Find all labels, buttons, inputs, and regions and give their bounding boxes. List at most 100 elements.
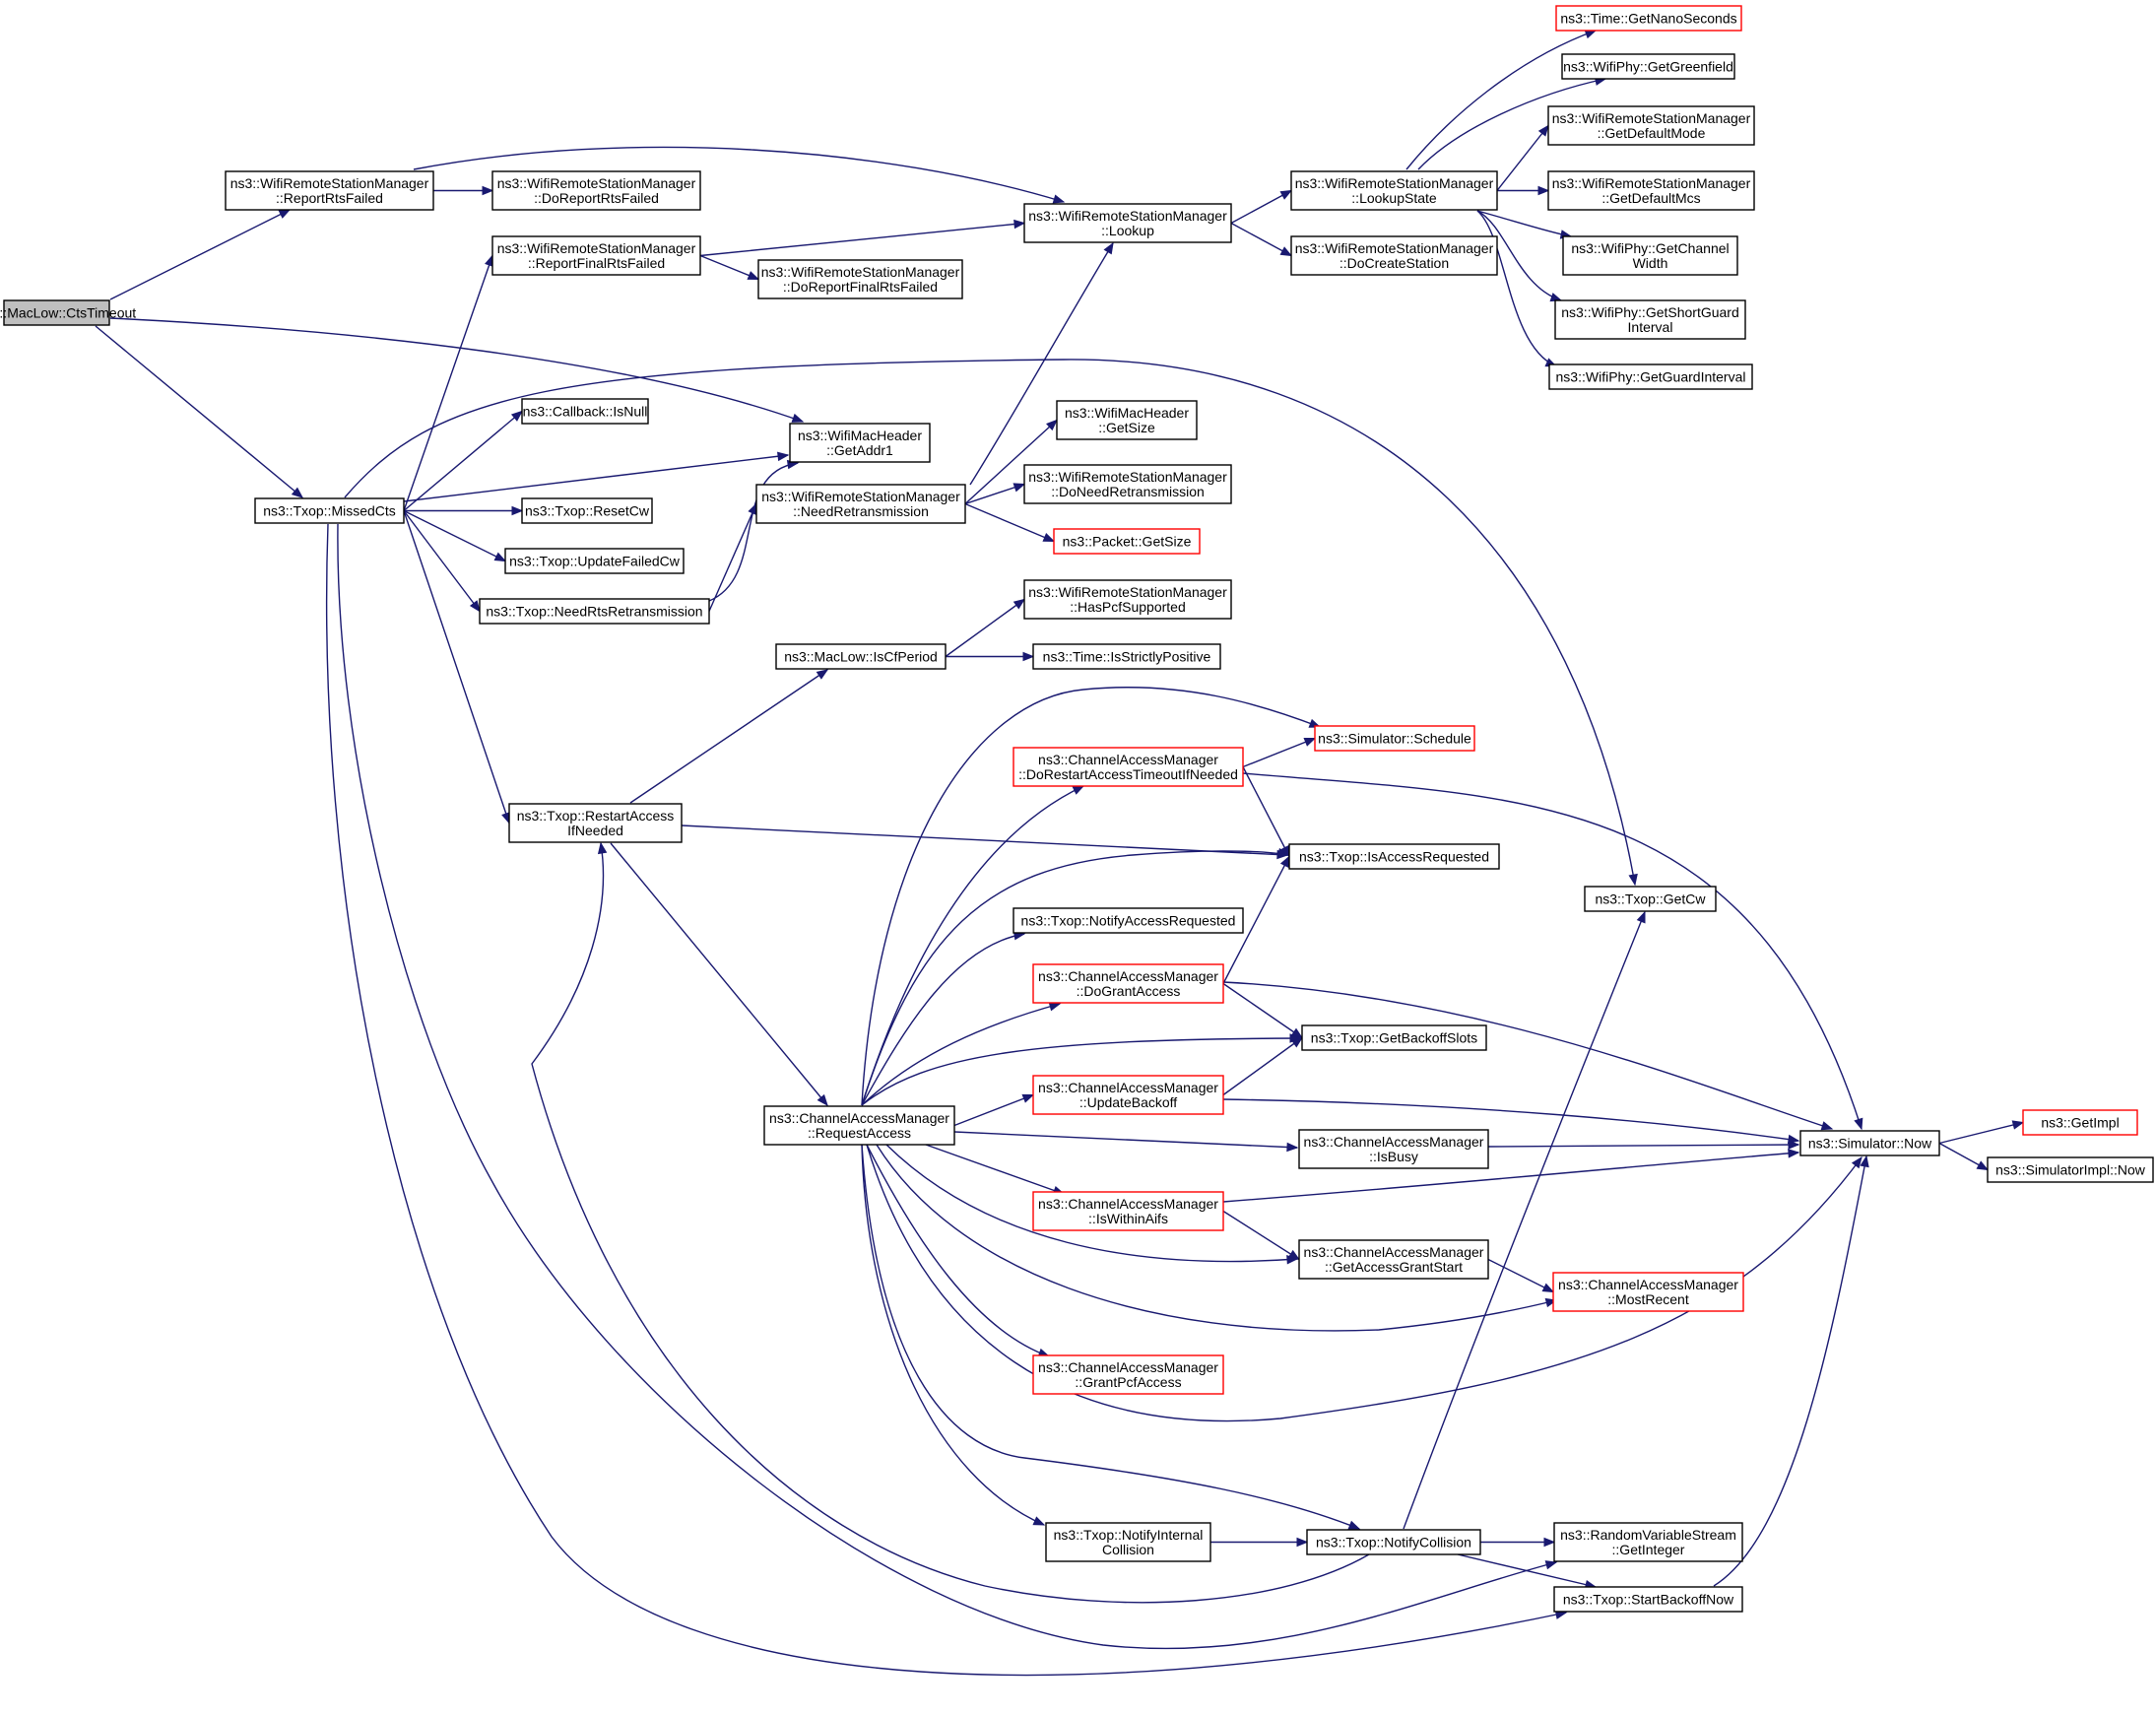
node-machdr_getsize[interactable]: ns3::WifiMacHeader::GetSize bbox=[1056, 400, 1198, 440]
edge-arrowhead bbox=[1032, 1516, 1046, 1526]
node-docreatestation[interactable]: ns3::WifiRemoteStationManager::DoCreateS… bbox=[1290, 235, 1498, 276]
edge-needretransmission-to-packet_getsize bbox=[964, 502, 1056, 543]
node-getgreenfield[interactable]: ns3::WifiPhy::GetGreenfield bbox=[1561, 53, 1735, 80]
edge-line bbox=[325, 523, 1567, 1677]
edge-iswithinaifs-to-getaccessgrantstart bbox=[1222, 1210, 1301, 1261]
node-label: ns3::Txop::MissedCts bbox=[263, 503, 396, 519]
node-getaccessgrantstart[interactable]: ns3::ChannelAccessManager::GetAccessGran… bbox=[1298, 1239, 1489, 1280]
edge-line bbox=[531, 842, 1370, 1604]
node-isstrictlypositive[interactable]: ns3::Time::IsStrictlyPositive bbox=[1032, 643, 1221, 670]
node-box bbox=[1053, 528, 1201, 555]
node-dograntaccess[interactable]: ns3::ChannelAccessManager::DoGrantAccess bbox=[1032, 963, 1224, 1004]
node-label: ::GetAccessGrantStart bbox=[1325, 1259, 1463, 1275]
node-getdefaultmcs[interactable]: ns3::WifiRemoteStationManager::GetDefaul… bbox=[1547, 170, 1755, 211]
node-getimpl[interactable]: ns3::GetImpl bbox=[2022, 1109, 2138, 1136]
edge-line bbox=[861, 1144, 1360, 1530]
node-missedcts[interactable]: ns3::Txop::MissedCts bbox=[254, 497, 405, 524]
node-iswithinaifs[interactable]: ns3::ChannelAccessManager::IsWithinAifs bbox=[1032, 1191, 1224, 1231]
node-doneedretransmission[interactable]: ns3::WifiRemoteStationManager::DoNeedRet… bbox=[1023, 464, 1232, 504]
node-label: ns3::ChannelAccessManager bbox=[1304, 1134, 1484, 1150]
node-needrtsretransmission[interactable]: ns3::Txop::NeedRtsRetransmission bbox=[479, 598, 710, 625]
node-getcw[interactable]: ns3::Txop::GetCw bbox=[1584, 886, 1717, 912]
node-now[interactable]: ns3::Simulator::Now bbox=[1799, 1130, 1940, 1156]
node-label: ::MostRecent bbox=[1607, 1291, 1689, 1307]
edge-arrowhead bbox=[1537, 124, 1549, 137]
edge-requestaccess-to-isbusy bbox=[953, 1131, 1299, 1153]
edge-arrowhead bbox=[816, 669, 829, 680]
node-box bbox=[1032, 643, 1221, 670]
node-packet_getsize[interactable]: ns3::Packet::GetSize bbox=[1053, 528, 1201, 555]
edge-notifycollision-to-getinteger bbox=[1480, 1537, 1556, 1548]
node-isnull[interactable]: ns3::Callback::IsNull bbox=[521, 398, 649, 425]
node-label: ::Lookup bbox=[1101, 223, 1154, 238]
node-getguardinterval[interactable]: ns3::WifiPhy::GetGuardInterval bbox=[1548, 363, 1753, 390]
node-requestaccess[interactable]: ns3::ChannelAccessManager::RequestAccess bbox=[763, 1105, 955, 1146]
node-reportrtsfailed[interactable]: ns3::WifiRemoteStationManager::ReportRts… bbox=[225, 170, 434, 211]
edge-line bbox=[403, 454, 789, 502]
edge-lookup-to-docreatestation bbox=[1230, 222, 1293, 257]
node-box bbox=[1552, 1272, 1744, 1312]
node-lookup[interactable]: ns3::WifiRemoteStationManager::Lookup bbox=[1023, 203, 1232, 243]
edge-line bbox=[1230, 189, 1292, 225]
node-label: ns3::WifiRemoteStationManager bbox=[1552, 175, 1751, 191]
node-label: ::GetDefaultMcs bbox=[1601, 190, 1700, 206]
node-lookupstate[interactable]: ns3::WifiRemoteStationManager::LookupSta… bbox=[1290, 170, 1498, 211]
edge-line bbox=[964, 502, 1055, 543]
edge-now-to-simimpl_now bbox=[1938, 1142, 1990, 1171]
edge-needretransmission-to-lookup bbox=[969, 241, 1114, 486]
node-label: ns3::ChannelAccessManager bbox=[1558, 1277, 1738, 1292]
node-getinteger[interactable]: ns3::RandomVariableStream::GetInteger bbox=[1553, 1522, 1743, 1562]
node-isbusy[interactable]: ns3::ChannelAccessManager::IsBusy bbox=[1298, 1129, 1489, 1169]
node-label: ns3::WifiMacHeader bbox=[1065, 405, 1189, 421]
node-mostrecent[interactable]: ns3::ChannelAccessManager::MostRecent bbox=[1552, 1272, 1744, 1312]
node-updatefailedcw[interactable]: ns3::Txop::UpdateFailedCw bbox=[504, 548, 685, 574]
node-box bbox=[1032, 1354, 1224, 1395]
edge-missedcts-to-restartaccess bbox=[403, 510, 511, 825]
node-box bbox=[1301, 1024, 1487, 1051]
node-label: ns3::Txop::NotifyInternal bbox=[1054, 1527, 1204, 1543]
node-getdefaultmode[interactable]: ns3::WifiRemoteStationManager::GetDefaul… bbox=[1547, 105, 1755, 146]
edge-restartaccess-to-isaccessrequested bbox=[681, 825, 1289, 860]
edge-arrowhead bbox=[1636, 910, 1646, 924]
node-updatebackoff[interactable]: ns3::ChannelAccessManager::UpdateBackoff bbox=[1032, 1075, 1224, 1115]
edge-arrowhead bbox=[1628, 873, 1638, 887]
node-startbackoffnow[interactable]: ns3::Txop::StartBackoffNow bbox=[1553, 1586, 1743, 1613]
node-notifycollision[interactable]: ns3::Txop::NotifyCollision bbox=[1306, 1529, 1481, 1555]
edge-arrowhead bbox=[1279, 855, 1290, 868]
node-isaccessrequested[interactable]: ns3::Txop::IsAccessRequested bbox=[1288, 843, 1500, 870]
node-reportfinalrtsfailed[interactable]: ns3::WifiRemoteStationManager::ReportFin… bbox=[491, 235, 701, 276]
edge-ctstimeout-to-getaddr1 bbox=[109, 317, 805, 423]
node-box bbox=[1290, 170, 1498, 211]
edge-line bbox=[403, 410, 523, 512]
node-simimpl_now[interactable]: ns3::SimulatorImpl::Now bbox=[1987, 1156, 2154, 1183]
edge-arrowhead bbox=[1072, 785, 1085, 795]
node-box bbox=[254, 497, 405, 524]
node-getbackoffslots[interactable]: ns3::Txop::GetBackoffSlots bbox=[1301, 1024, 1487, 1051]
node-haspcfsupported[interactable]: ns3::WifiRemoteStationManager::HasPcfSup… bbox=[1023, 579, 1232, 620]
node-ctstimeout[interactable]: ns3::MacLow::CtsTimeout bbox=[0, 299, 136, 326]
node-getnanoseconds[interactable]: ns3::Time::GetNanoSeconds bbox=[1555, 5, 1742, 32]
node-iscfperiod[interactable]: ns3::MacLow::IsCfPeriod bbox=[775, 643, 947, 670]
node-schedule[interactable]: ns3::Simulator::Schedule bbox=[1314, 725, 1475, 752]
edge-arrowhead bbox=[1303, 738, 1317, 747]
edge-arrowhead bbox=[1286, 1142, 1299, 1153]
node-label: ns3::ChannelAccessManager bbox=[1038, 968, 1218, 984]
node-dorestartaccess[interactable]: ns3::ChannelAccessManager::DoRestartAcce… bbox=[1013, 747, 1244, 787]
node-grantpcfaccess[interactable]: ns3::ChannelAccessManager::GrantPcfAcces… bbox=[1032, 1354, 1224, 1395]
node-box bbox=[1290, 235, 1498, 276]
node-getaddr1[interactable]: ns3::WifiMacHeader::GetAddr1 bbox=[789, 423, 931, 463]
edge-arrowhead bbox=[1289, 1033, 1302, 1043]
node-label: ns3::SimulatorImpl::Now bbox=[1995, 1162, 2146, 1178]
node-label: Collision bbox=[1102, 1542, 1154, 1557]
node-doreportrtsfailed[interactable]: ns3::WifiRemoteStationManager::DoReportR… bbox=[491, 170, 701, 211]
node-resetcw[interactable]: ns3::Txop::ResetCw bbox=[521, 497, 653, 524]
node-doreportfinalrtsfailed[interactable]: ns3::WifiRemoteStationManager::DoReportF… bbox=[757, 259, 963, 299]
node-label: ::GetAddr1 bbox=[826, 442, 893, 458]
node-needretransmission[interactable]: ns3::WifiRemoteStationManager::NeedRetra… bbox=[755, 484, 966, 524]
node-notifyaccessrequested[interactable]: ns3::Txop::NotifyAccessRequested bbox=[1013, 907, 1244, 934]
node-label: ns3::MacLow::IsCfPeriod bbox=[784, 649, 938, 665]
